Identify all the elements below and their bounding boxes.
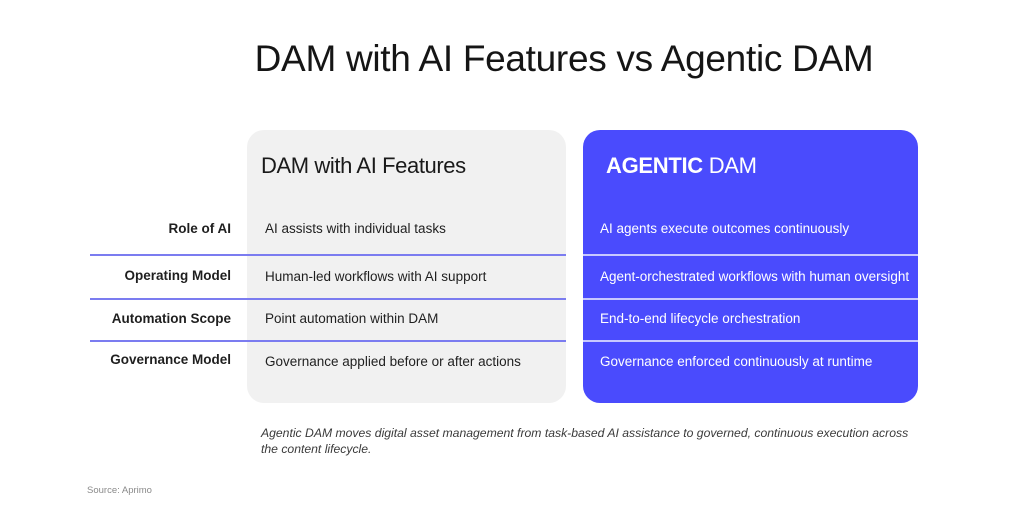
cell-right-automation-scope: End-to-end lifecycle orchestration xyxy=(600,311,801,326)
cell-left-role-of-ai: AI assists with individual tasks xyxy=(265,221,446,236)
agentic-dam-card xyxy=(583,130,918,403)
cell-left-operating-model: Human-led workflows with AI support xyxy=(265,269,487,284)
row-label-governance-model: Governance Model xyxy=(110,352,231,367)
cell-left-automation-scope: Point automation within DAM xyxy=(265,311,439,326)
cell-right-role-of-ai: AI agents execute outcomes continuously xyxy=(600,221,850,236)
cell-left-governance-model: Governance applied before or after actio… xyxy=(265,354,521,369)
row-label-role-of-ai: Role of AI xyxy=(168,221,232,236)
agentic-heading-bold: AGENTIC xyxy=(606,153,703,178)
caption: Agentic DAM moves digital asset manageme… xyxy=(261,426,909,456)
row-divider xyxy=(90,298,566,300)
page-title: DAM with AI Features vs Agentic DAM xyxy=(254,38,874,79)
agentic-heading-light: DAM xyxy=(702,153,757,178)
row-label-automation-scope: Automation Scope xyxy=(111,311,231,326)
cell-right-governance-model: Governance enforced continuously at runt… xyxy=(600,354,873,369)
row-label-operating-model: Operating Model xyxy=(124,268,231,283)
cell-right-operating-model: Agent-orchestrated workflows with human … xyxy=(600,269,910,284)
source-note: Source: Aprimo xyxy=(87,485,152,496)
dam-with-ai-features-heading: DAM with AI Features xyxy=(261,153,466,178)
row-divider xyxy=(583,340,918,342)
row-divider xyxy=(583,298,918,300)
row-divider xyxy=(583,254,918,256)
row-divider xyxy=(90,340,566,342)
row-divider xyxy=(90,254,566,256)
dam-with-ai-features-card xyxy=(247,130,566,403)
agentic-dam-heading: AGENTIC DAM xyxy=(606,153,757,179)
